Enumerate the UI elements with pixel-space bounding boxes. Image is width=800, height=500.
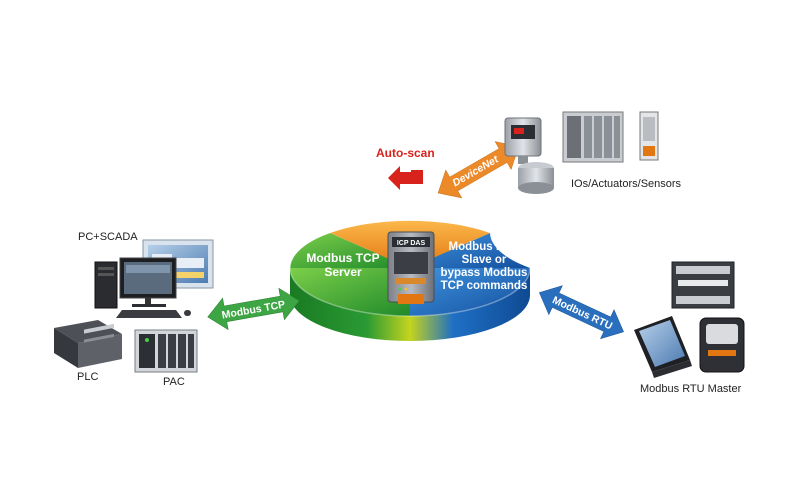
- disk-label-rtu-line3: bypass Modbus: [441, 267, 528, 279]
- label-ios-actuators-sensors: IOs/Actuators/Sensors: [571, 178, 682, 190]
- label-modbus-rtu-master: Modbus RTU Master: [640, 383, 742, 395]
- disk-slice-modbus-tcp: [290, 268, 410, 316]
- disk-label-rtu-line4: TCP commands: [441, 280, 528, 292]
- arrow-label-devicenet: DeviceNet: [451, 153, 501, 189]
- label-auto-scan: Auto-scan: [376, 146, 435, 160]
- disk-slice-modbus-rtu: [410, 268, 530, 316]
- plc-icon: [54, 320, 122, 368]
- label-plc: PLC: [77, 371, 99, 383]
- arrow-modbus-rtu: Modbus RTU: [538, 285, 624, 340]
- disk-slice-rtu-top: [410, 233, 530, 268]
- device-brand-label: ICP DAS: [397, 240, 426, 247]
- protocol-disk: DeviceNet Master Modbus TCP Server Modbu…: [289, 209, 531, 341]
- disk-label-rtu-line1: Modbus RTU: [449, 241, 520, 253]
- label-pac: PAC: [163, 376, 185, 388]
- pc-scada-icon: [94, 239, 214, 318]
- disk-label-modbus-tcp-line2: Server: [324, 265, 362, 279]
- autoscan-arrow-icon: [388, 166, 423, 190]
- modbus-rtu-master-devices-icon: [634, 261, 745, 378]
- disk-label-devicenet-master: DeviceNet Master: [355, 209, 455, 223]
- pac-icon: [134, 329, 198, 373]
- arrow-label-modbus-rtu: Modbus RTU: [550, 294, 614, 332]
- label-pc-scada: PC+SCADA: [78, 231, 138, 243]
- disk-slice-tcp-top: [290, 233, 410, 268]
- gateway-device: ICP DAS: [387, 231, 435, 304]
- disk-label-rtu-line2: Slave or: [462, 254, 507, 266]
- devicenet-io-devices-icon: [504, 111, 659, 194]
- arrow-modbus-tcp: Modbus TCP: [207, 287, 300, 331]
- disk-label-modbus-tcp-line1: Modbus TCP: [306, 251, 379, 265]
